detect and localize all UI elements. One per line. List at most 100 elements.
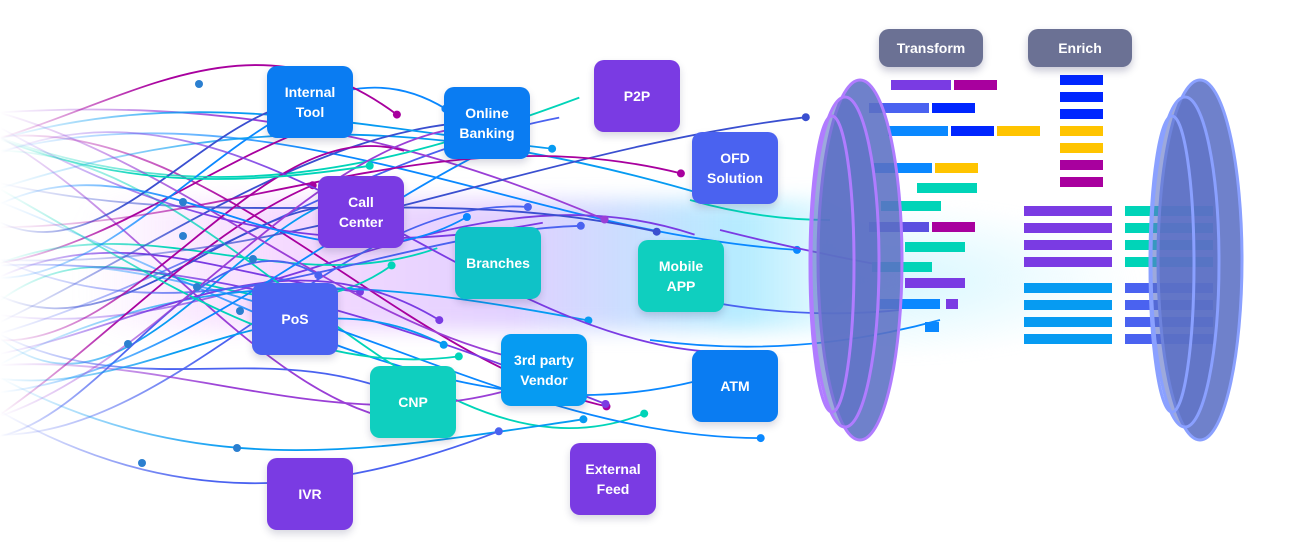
source-call-center[interactable]: Call Center — [318, 176, 404, 248]
record-bar — [869, 222, 929, 232]
record-bar — [1060, 109, 1103, 119]
flow-line — [699, 299, 901, 315]
record-bar — [1060, 92, 1103, 102]
flow-endpoint — [801, 113, 810, 122]
flow-line — [0, 112, 535, 364]
record-bar — [1060, 160, 1103, 170]
flow-line — [0, 138, 370, 180]
flow-endpoint — [439, 340, 448, 349]
record-bar — [1125, 283, 1213, 293]
record-bar — [1125, 334, 1213, 344]
flow-endpoint — [462, 213, 471, 221]
flow-endpoint — [314, 271, 323, 280]
flow-endpoint — [365, 161, 374, 170]
record-bar — [1125, 206, 1213, 216]
record-bar — [881, 201, 941, 211]
flow-line — [0, 133, 712, 198]
flow-endpoint — [179, 232, 187, 240]
flow-endpoint — [548, 144, 557, 153]
flow-line — [0, 243, 438, 266]
source-mobile-app[interactable]: Mobile APP — [638, 240, 724, 312]
flow-endpoint — [249, 255, 257, 263]
source-p2p[interactable]: P2P — [594, 60, 680, 132]
record-bar — [1060, 126, 1103, 136]
flow-line — [0, 145, 405, 342]
flow-line — [0, 317, 445, 382]
flow-line — [0, 120, 510, 324]
source-ivr[interactable]: IVR — [267, 458, 353, 530]
flow-endpoint — [138, 459, 146, 467]
source-internal-tool[interactable]: Internal Tool — [267, 66, 353, 138]
flow-endpoint — [233, 444, 241, 452]
record-bar — [932, 222, 975, 232]
flow-line — [0, 153, 480, 394]
flow-endpoint — [392, 110, 401, 119]
record-bar — [905, 242, 965, 252]
record-bar — [872, 262, 932, 272]
flow-line — [0, 201, 747, 396]
flow-endpoint — [601, 400, 610, 408]
record-bar — [869, 103, 929, 113]
record-bar — [917, 183, 977, 193]
flow-endpoint — [193, 283, 201, 291]
stage-transform-label[interactable]: Transform — [879, 29, 983, 67]
source-pos[interactable]: PoS — [252, 283, 338, 355]
record-bar — [1125, 223, 1213, 233]
record-bar — [1024, 257, 1112, 267]
record-bar — [888, 126, 948, 136]
record-bar — [1024, 334, 1112, 344]
flow-line — [649, 319, 941, 348]
flow-endpoint — [454, 352, 463, 361]
record-bar — [1024, 300, 1112, 310]
flow-endpoint — [579, 415, 588, 424]
record-bar — [1024, 317, 1112, 327]
record-bar — [1125, 257, 1213, 267]
flow-endpoint — [236, 307, 244, 315]
record-bar — [1024, 206, 1112, 216]
record-bar — [1024, 283, 1112, 293]
flow-endpoint — [576, 221, 585, 230]
source-online-banking[interactable]: Online Banking — [444, 87, 530, 159]
source-branches[interactable]: Branches — [455, 227, 541, 299]
source-cnp[interactable]: CNP — [370, 366, 456, 438]
source-3rd-party-vendor[interactable]: 3rd party Vendor — [501, 334, 587, 406]
flow-line — [0, 136, 425, 425]
flow-endpoint — [179, 198, 187, 206]
record-bar — [880, 299, 940, 309]
flow-line — [0, 214, 695, 320]
flow-line — [0, 184, 314, 416]
record-bar — [1060, 143, 1103, 153]
flow-line — [0, 188, 459, 361]
record-bar — [1125, 317, 1213, 327]
flow-line — [0, 125, 511, 417]
flow-endpoint — [523, 203, 532, 211]
record-bar — [1060, 75, 1103, 85]
record-bar — [925, 322, 939, 332]
flow-line — [0, 260, 319, 438]
flow-endpoint — [640, 409, 649, 418]
flow-line — [0, 333, 420, 404]
flow-line — [0, 86, 446, 279]
record-bar — [1024, 240, 1112, 250]
flow-endpoint — [195, 80, 203, 88]
record-bar — [997, 126, 1040, 136]
record-bar — [1024, 223, 1112, 233]
record-bar — [1125, 240, 1213, 250]
source-external-feed[interactable]: External Feed — [570, 443, 656, 515]
source-atm[interactable]: ATM — [692, 350, 778, 422]
record-bar — [1125, 300, 1213, 310]
flow-endpoint — [652, 227, 661, 236]
flow-endpoint — [676, 169, 685, 178]
record-bar — [935, 163, 978, 173]
source-ofd-solution[interactable]: OFD Solution — [692, 132, 778, 204]
stage-enrich-label[interactable]: Enrich — [1028, 29, 1132, 67]
record-bar — [946, 299, 958, 309]
record-bar — [932, 103, 975, 113]
record-bar — [905, 278, 965, 288]
record-bar — [951, 126, 994, 136]
flow-endpoint — [387, 261, 396, 270]
flow-endpoint — [494, 427, 503, 436]
record-bar — [954, 80, 997, 90]
flow-line — [0, 263, 761, 439]
